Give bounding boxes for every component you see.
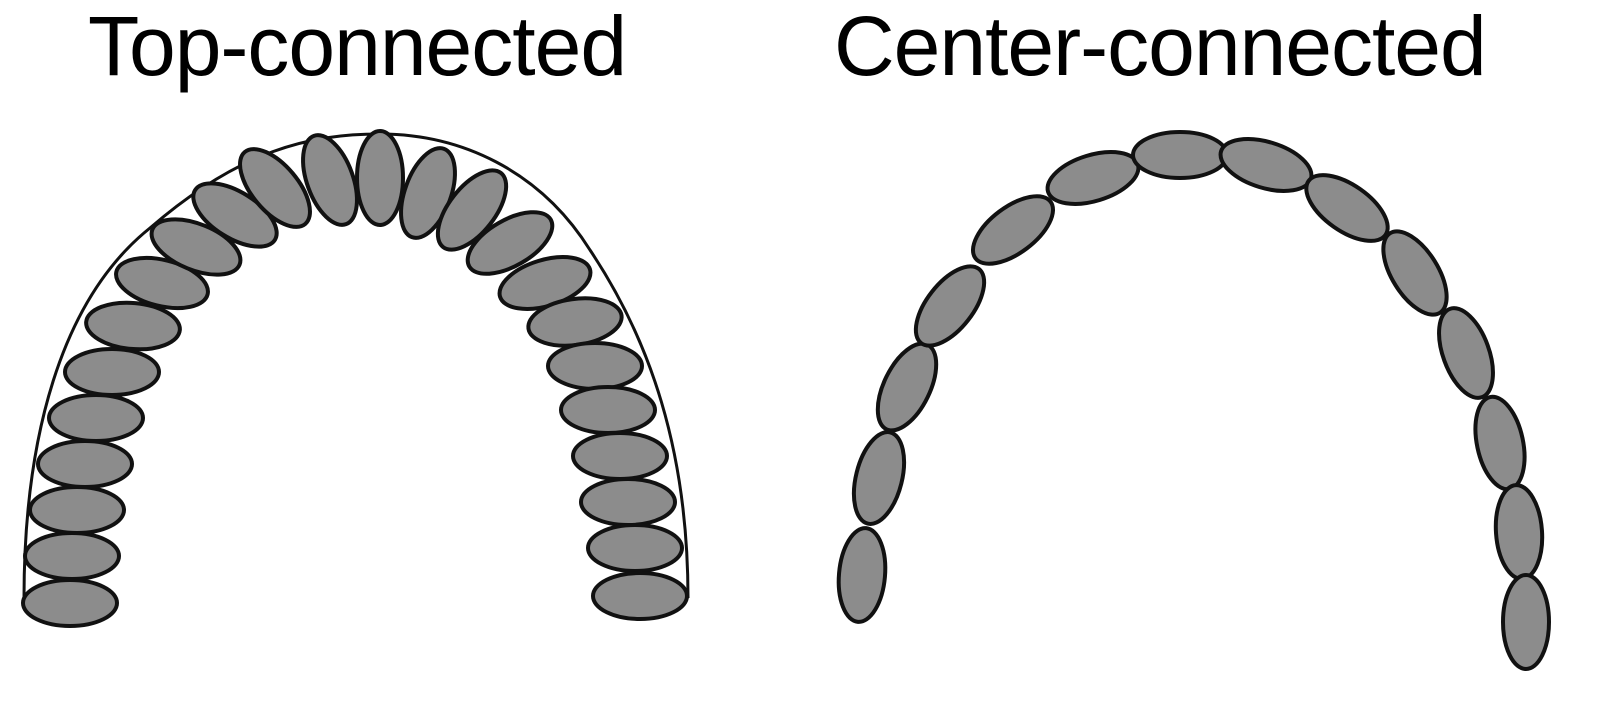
center-connected-cell bbox=[970, 194, 1056, 266]
top-connected-cell bbox=[559, 385, 657, 435]
center-connected-title: Center-connected bbox=[834, 0, 1487, 93]
top-connected-cell bbox=[114, 255, 210, 311]
center-connected-cell bbox=[1437, 306, 1495, 400]
top-connected-cell bbox=[23, 531, 121, 581]
top-connected-cell bbox=[586, 523, 684, 573]
center-connected-arch bbox=[836, 130, 1551, 671]
top-connected-cell bbox=[571, 431, 669, 481]
center-connected-cell bbox=[1473, 394, 1527, 492]
center-connected-cell bbox=[913, 264, 987, 348]
top-connected-cell bbox=[355, 129, 405, 227]
top-connected-cell bbox=[36, 439, 134, 489]
center-connected-cell bbox=[875, 341, 939, 433]
top-connected-cell bbox=[191, 181, 279, 249]
center-connected-cell bbox=[1218, 137, 1314, 193]
top-connected-cell bbox=[465, 210, 555, 276]
top-connected-cell bbox=[579, 477, 677, 527]
top-connected-cell bbox=[301, 133, 359, 227]
center-connected-cell bbox=[851, 430, 907, 526]
top-connected-cell bbox=[591, 571, 689, 621]
top-connected-cell bbox=[47, 393, 145, 443]
center-connected-cell bbox=[1131, 130, 1229, 180]
center-connected-cell bbox=[1493, 483, 1545, 581]
center-connected-cell bbox=[1381, 229, 1449, 317]
center-connected-cell bbox=[1501, 573, 1551, 671]
top-connected-cell bbox=[84, 300, 182, 352]
top-connected-cell bbox=[28, 485, 126, 535]
top-connected-cell bbox=[546, 341, 644, 391]
center-connected-cell bbox=[836, 526, 888, 624]
top-connected-cell bbox=[435, 168, 509, 252]
center-connected-cell bbox=[1045, 150, 1141, 206]
top-connected-cell bbox=[21, 578, 119, 628]
top-connected-cells bbox=[21, 129, 689, 628]
top-connected-arch bbox=[21, 129, 690, 628]
top-connected-cell bbox=[63, 347, 161, 397]
top-connected-cell bbox=[238, 147, 312, 229]
top-connected-title: Top-connected bbox=[88, 0, 627, 93]
